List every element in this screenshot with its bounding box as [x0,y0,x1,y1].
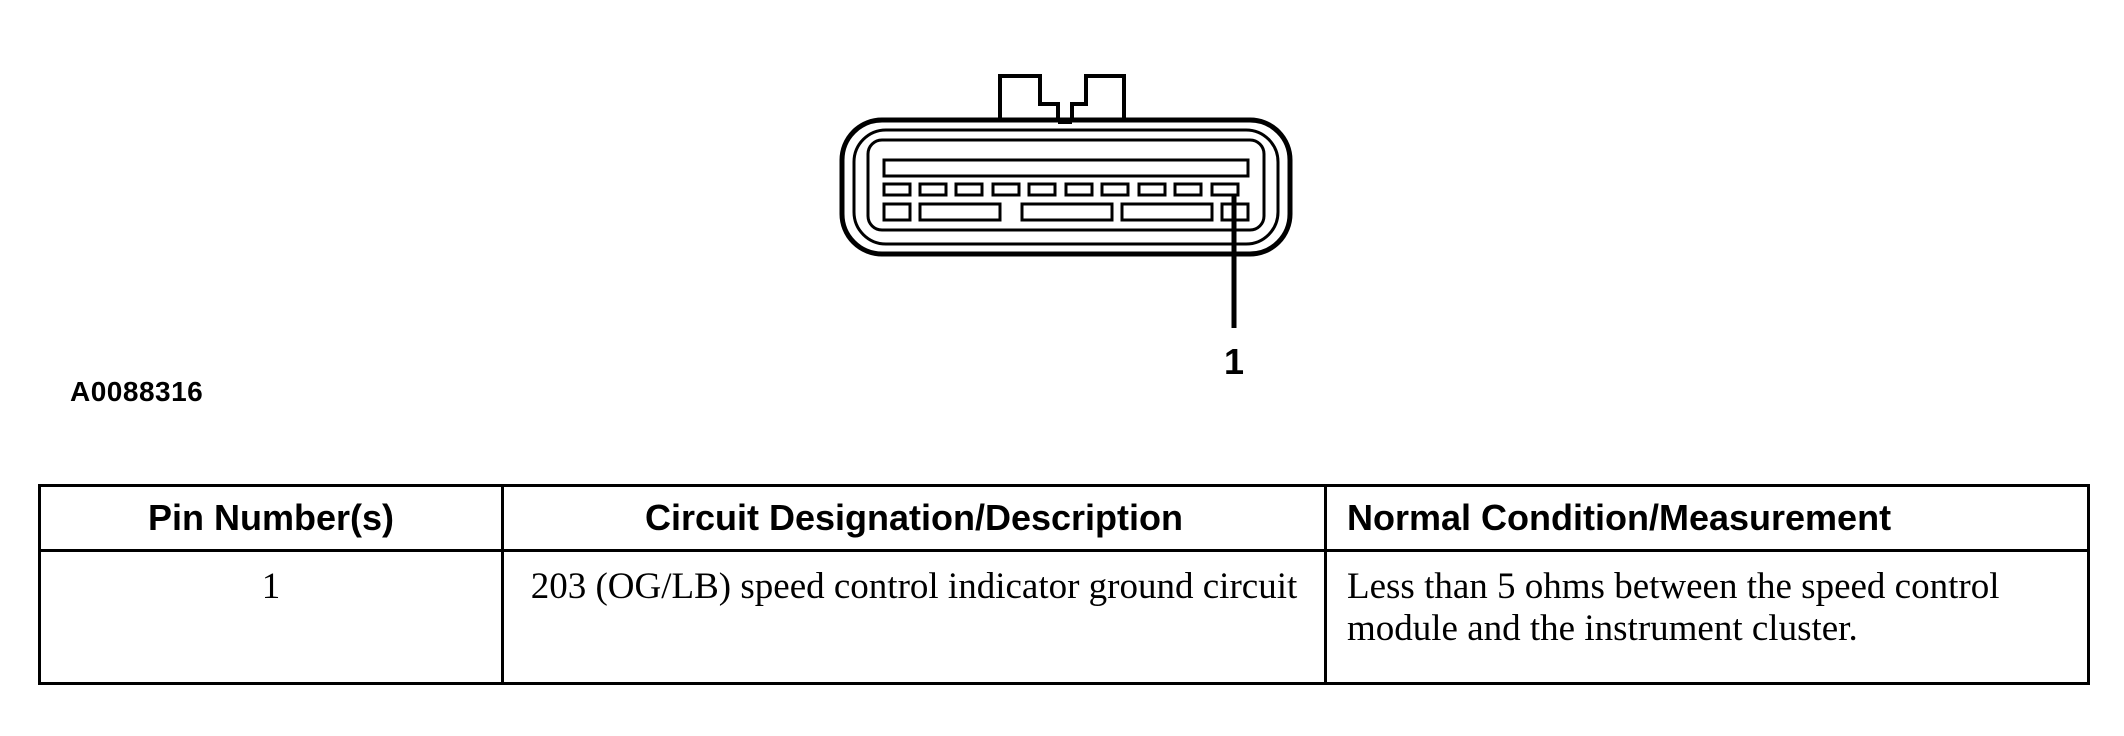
normal-condition-header: Normal Condition/Measurement [1324,484,2090,552]
pin-number-cell: 1 [38,549,504,685]
table-header-row: Pin Number(s) Circuit Designation/Descri… [38,484,2090,552]
connector-diagram: 1 [839,74,1293,382]
connector-housing [839,117,1293,257]
pin-number-header: Pin Number(s) [38,484,504,552]
connector-pin-cavities [882,182,1250,222]
pin-1-callout: 1 [1224,341,1244,382]
normal-condition-cell: Less than 5 ohms between the speed contr… [1324,549,2090,685]
connector-latch [998,74,1126,124]
figure-id: A0088316 [70,376,204,407]
circuit-description-header: Circuit Designation/Description [501,484,1327,552]
pin-table: Pin Number(s) Circuit Designation/Descri… [38,484,2090,685]
circuit-description-cell: 203 (OG/LB) speed control indicator grou… [501,549,1327,685]
table-row: 1 203 (OG/LB) speed control indicator gr… [38,549,2090,685]
